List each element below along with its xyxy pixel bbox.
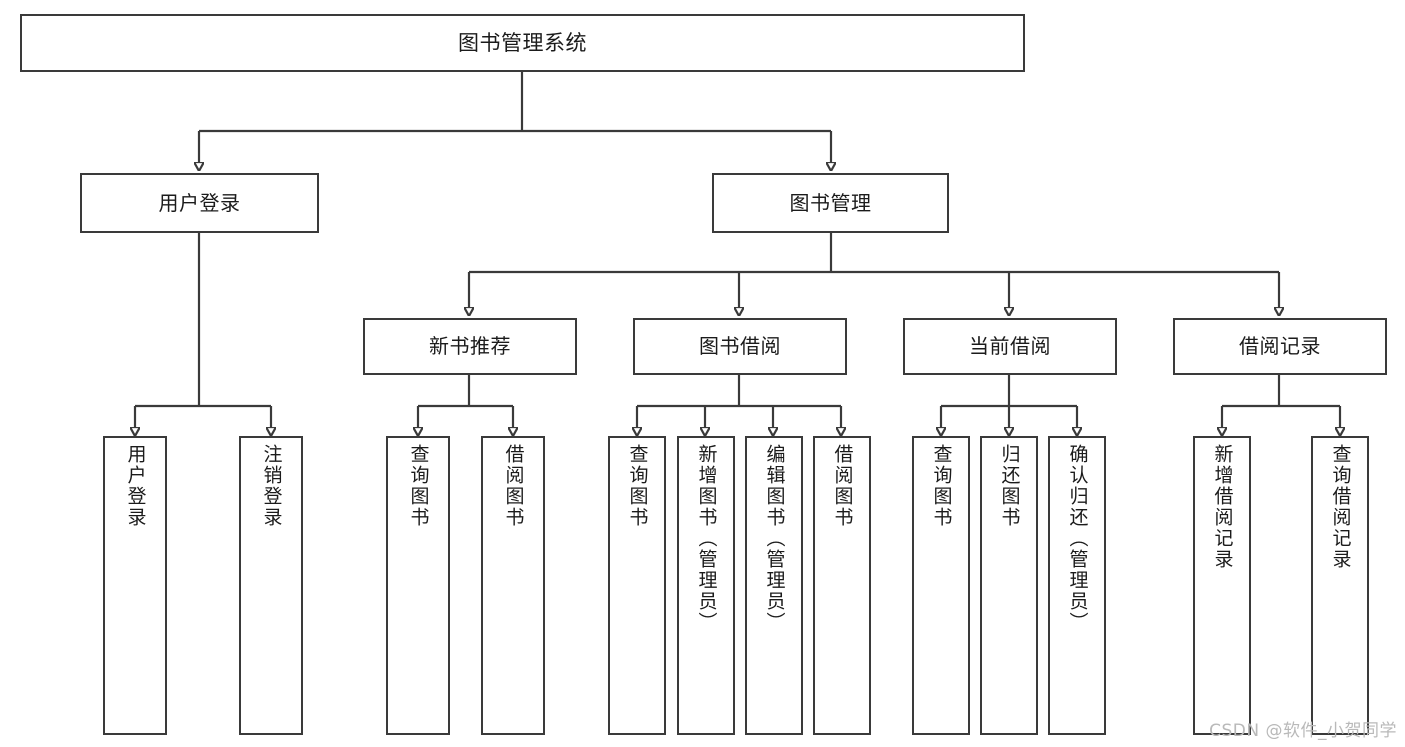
leaf-user-login-logout[interactable]: 注销登录 — [239, 436, 303, 735]
leaf-label: 查询图书 — [407, 444, 430, 528]
leaf-user-login-login[interactable]: 用户登录 — [103, 436, 167, 735]
leaf-current-borrow-query-book[interactable]: 查询图书 — [912, 436, 970, 735]
node-current-borrow[interactable]: 当前借阅 — [903, 318, 1117, 375]
leaf-book-borrow-edit-book-admin[interactable]: 编辑图书（管理员） — [745, 436, 803, 735]
node-new-book-recommend[interactable]: 新书推荐 — [363, 318, 577, 375]
node-borrow-record-label: 借阅记录 — [1239, 334, 1321, 358]
node-borrow-record[interactable]: 借阅记录 — [1173, 318, 1387, 375]
leaf-book-borrow-query-book[interactable]: 查询图书 — [608, 436, 666, 735]
leaf-label: 编辑图书（管理员） — [763, 444, 786, 633]
leaf-borrow-record-add-record[interactable]: 新增借阅记录 — [1193, 436, 1251, 735]
leaf-current-borrow-confirm-return-admin[interactable]: 确认归还（管理员） — [1048, 436, 1106, 735]
leaf-label: 新增图书（管理员） — [695, 444, 718, 633]
leaf-label: 借阅图书 — [502, 444, 525, 528]
leaf-new-book-query-book[interactable]: 查询图书 — [386, 436, 450, 735]
leaf-new-book-borrow-book[interactable]: 借阅图书 — [481, 436, 545, 735]
node-user-login-label: 用户登录 — [158, 190, 241, 215]
node-new-book-recommend-label: 新书推荐 — [429, 334, 511, 358]
leaf-borrow-record-query-record[interactable]: 查询借阅记录 — [1311, 436, 1369, 735]
node-book-borrow-label: 图书借阅 — [699, 334, 781, 358]
leaf-book-borrow-add-book-admin[interactable]: 新增图书（管理员） — [677, 436, 735, 735]
node-root[interactable]: 图书管理系统 — [20, 14, 1025, 72]
leaf-label: 用户登录 — [124, 444, 147, 528]
node-book-borrow[interactable]: 图书借阅 — [633, 318, 847, 375]
leaf-label: 查询图书 — [626, 444, 649, 528]
leaf-label: 查询借阅记录 — [1329, 444, 1352, 570]
node-book-management[interactable]: 图书管理 — [712, 173, 949, 233]
node-root-label: 图书管理系统 — [458, 30, 587, 55]
leaf-label: 新增借阅记录 — [1211, 444, 1234, 570]
leaf-current-borrow-return-book[interactable]: 归还图书 — [980, 436, 1038, 735]
leaf-label: 查询图书 — [930, 444, 953, 528]
leaf-book-borrow-borrow-book[interactable]: 借阅图书 — [813, 436, 871, 735]
leaf-label: 确认归还（管理员） — [1066, 444, 1089, 633]
node-current-borrow-label: 当前借阅 — [969, 334, 1051, 358]
node-book-management-label: 图书管理 — [789, 190, 872, 215]
node-user-login[interactable]: 用户登录 — [80, 173, 319, 233]
leaf-label: 借阅图书 — [831, 444, 854, 528]
leaf-label: 归还图书 — [998, 444, 1021, 528]
leaf-label: 注销登录 — [260, 444, 283, 528]
